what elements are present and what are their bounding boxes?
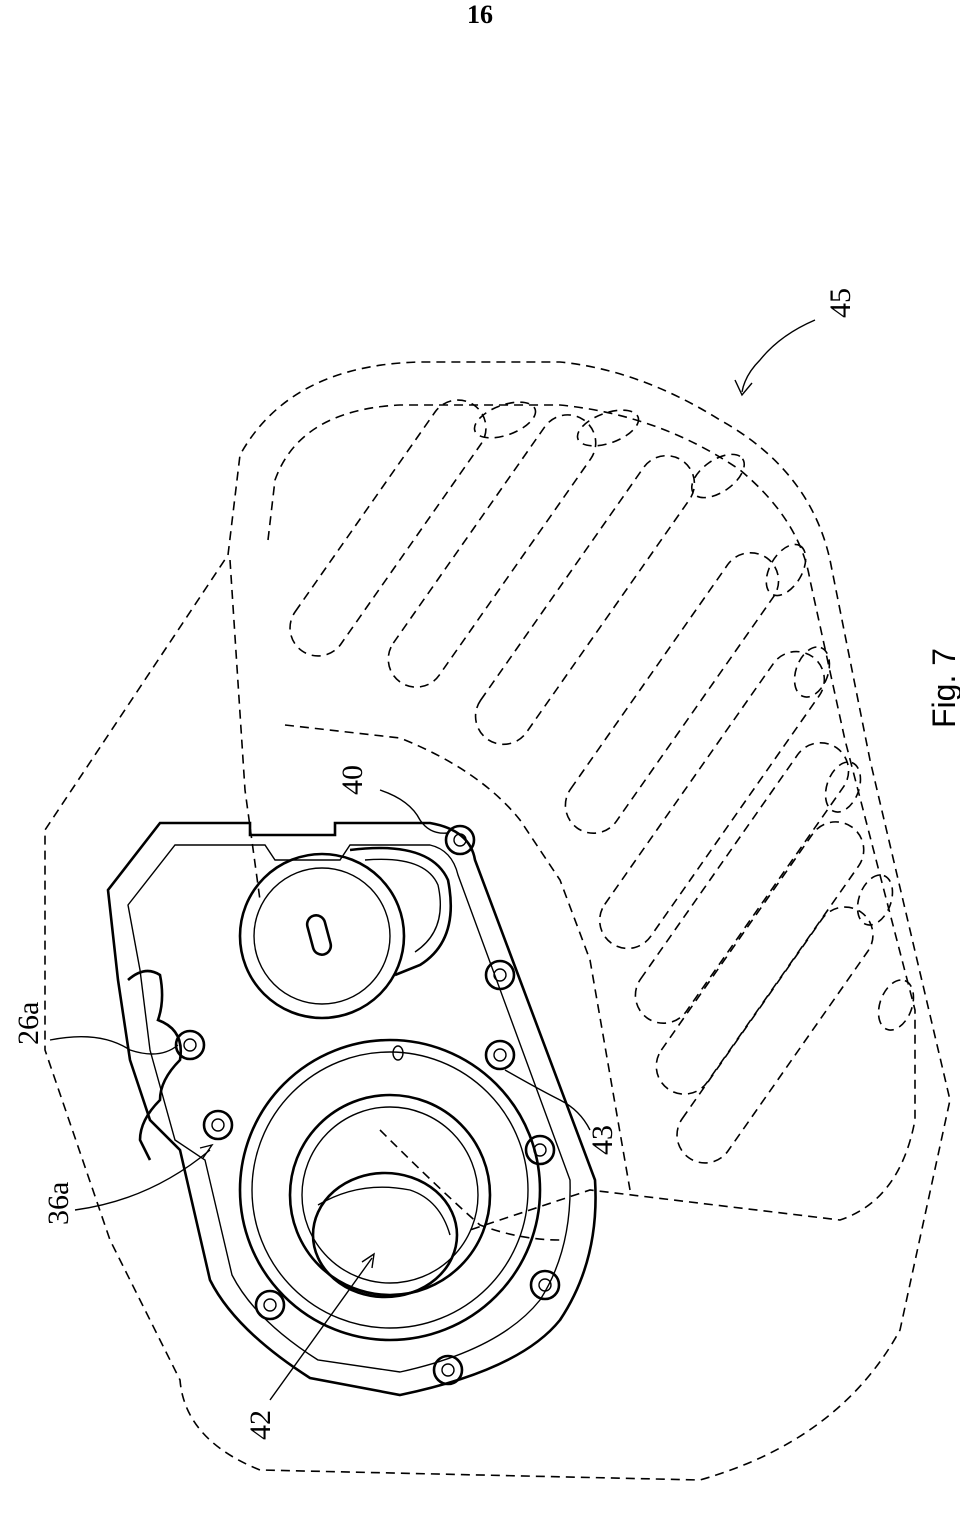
tube [564, 551, 780, 835]
cover-plate-outline [106, 821, 597, 1397]
ref-label-43: 43 [586, 1125, 619, 1155]
bolt-hole [444, 824, 476, 856]
tube [676, 906, 874, 1164]
bolt-hole [524, 1134, 556, 1166]
leader-lines [49, 319, 816, 1401]
large-port [238, 1038, 542, 1342]
bolt-hole [432, 1354, 464, 1386]
bolt-hole [484, 959, 516, 991]
small-hole [392, 1045, 404, 1061]
leader-45 [741, 319, 816, 393]
figure-caption: Fig. 7 [926, 648, 960, 728]
side-dashed-line [229, 559, 261, 901]
bolt-hole [484, 1039, 516, 1071]
mounting-boss [127, 969, 183, 1161]
tube [474, 454, 696, 746]
leader-43 [504, 1069, 591, 1131]
bolt-hole [529, 1269, 561, 1301]
tube [387, 414, 597, 688]
bolt-holes [174, 824, 561, 1386]
bolt-hole [174, 1029, 206, 1061]
tube [655, 821, 865, 1095]
leader-36a [74, 1149, 211, 1211]
upper-chamber [238, 846, 452, 1020]
cover-plate-inner-outline [127, 844, 571, 1373]
outer-housing-outline [44, 361, 951, 1481]
tube-end-ellipses [473, 401, 915, 1031]
ref-label-26a: 26a [12, 1002, 45, 1045]
ref-label-40: 40 [336, 765, 369, 795]
arrowhead-45 [734, 379, 753, 397]
bolt-hole [254, 1289, 286, 1321]
tube [289, 399, 487, 657]
leader-40 [379, 789, 449, 834]
inner-housing-outline [267, 404, 916, 1231]
partition-dashed-line [284, 724, 631, 1191]
leader-26a [49, 1036, 179, 1055]
arrowhead-36a [199, 1143, 214, 1159]
dashed-tubes [289, 399, 874, 1164]
leader-42 [269, 1257, 373, 1401]
lower-dashed-arc [379, 1129, 561, 1241]
arrowhead-42 [361, 1252, 375, 1269]
ref-label-45: 45 [824, 288, 857, 318]
page-number: 16 [467, 0, 493, 29]
tube [598, 650, 826, 950]
bolt-hole [202, 1109, 234, 1141]
ref-label-36a: 36a [42, 1182, 75, 1225]
tube [634, 741, 850, 1025]
ref-label-42: 42 [244, 1410, 277, 1440]
